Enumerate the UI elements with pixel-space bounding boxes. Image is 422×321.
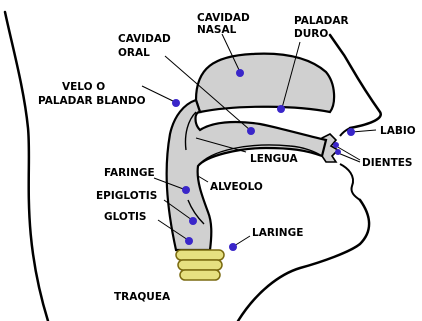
label-cavidad-nasal-line1: CAVIDAD xyxy=(197,12,250,24)
marker-epiglotis xyxy=(189,217,197,225)
label-velo-line1: VELO O xyxy=(62,81,105,93)
marker-velo xyxy=(172,99,180,107)
label-paladar-duro-line2: DURO xyxy=(294,28,328,40)
label-laringe: LARINGE xyxy=(252,227,303,239)
marker-paladar-duro xyxy=(277,105,285,113)
trachea-ring xyxy=(178,260,222,270)
label-glotis: GLOTIS xyxy=(104,211,147,223)
marker-cavidad-nasal xyxy=(236,69,244,77)
lower-lip-outline xyxy=(340,164,360,200)
label-cavidad-oral-line1: CAVIDAD xyxy=(118,33,171,45)
label-lengua: LENGUA xyxy=(250,153,298,165)
label-labio: LABIO xyxy=(380,125,416,137)
label-cavidad-oral-line2: ORAL xyxy=(118,47,150,59)
marker-glotis xyxy=(185,237,193,245)
marker-dientes-lower xyxy=(335,149,341,155)
marker-labio xyxy=(347,128,355,136)
label-velo-line2: PALADAR BLANDO xyxy=(38,95,146,107)
label-faringe: FARINGE xyxy=(104,167,155,179)
leader-line-velo xyxy=(142,86,175,102)
leader-line-laringe xyxy=(234,236,250,246)
marker-dientes-upper xyxy=(333,142,339,148)
label-cavidad-nasal-line2: NASAL xyxy=(197,24,237,36)
label-alveolo: ALVEOLO xyxy=(210,181,263,193)
trachea-ring xyxy=(176,250,224,260)
trachea-ring xyxy=(180,270,220,280)
label-dientes: DIENTES xyxy=(362,157,412,169)
label-epiglotis: EPIGLOTIS xyxy=(96,190,157,202)
trachea xyxy=(176,250,224,280)
marker-cavidad-oral xyxy=(247,127,255,135)
leader-line-labio xyxy=(352,130,376,132)
nasal-cavity-shape xyxy=(196,54,334,112)
label-paladar-duro-line1: PALADAR xyxy=(294,15,349,27)
marker-laringe xyxy=(229,243,237,251)
label-traquea: TRAQUEA xyxy=(114,291,171,303)
marker-faringe xyxy=(182,186,190,194)
